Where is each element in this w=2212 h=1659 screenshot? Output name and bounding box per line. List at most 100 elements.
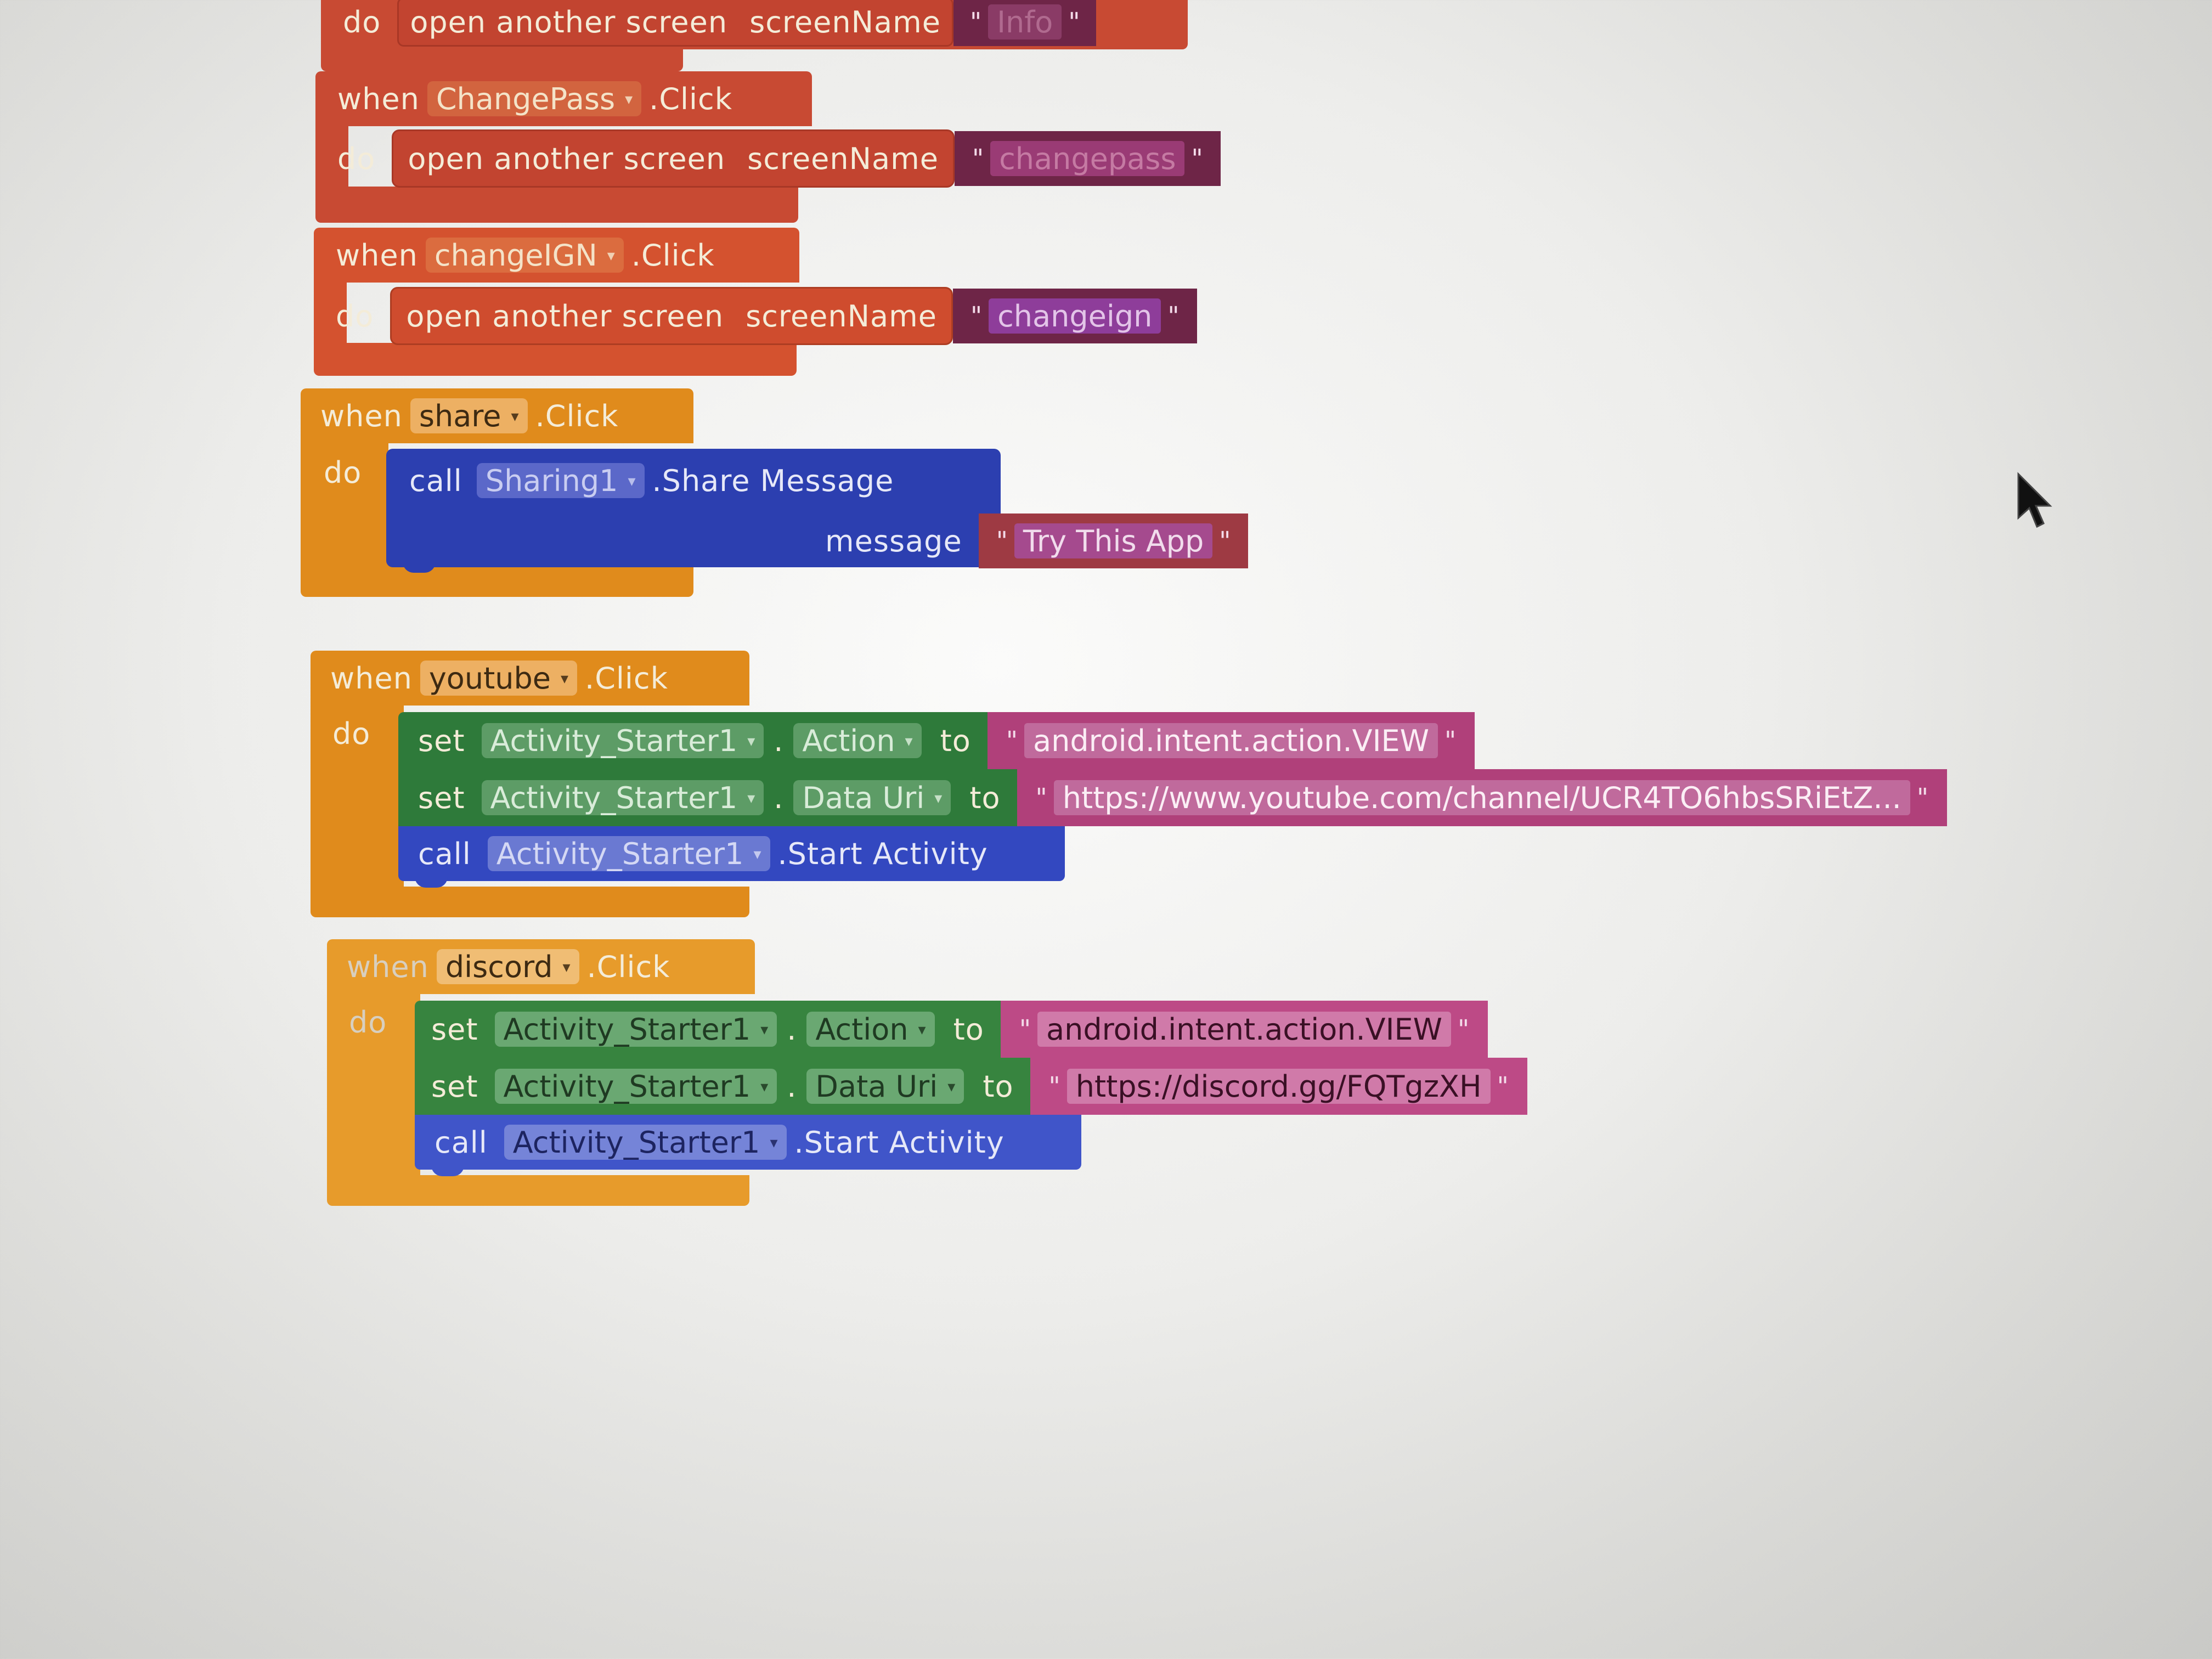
property-dropdown[interactable]: Action ▾ [806,1012,935,1047]
to-label: to [953,1012,984,1047]
open-screen-block[interactable]: open another screen screenName [390,287,953,345]
component-name: Activity_Starter1 [512,1125,760,1160]
dot-separator: . [787,1069,797,1104]
component-dropdown[interactable]: Activity_Starter1 ▾ [494,1012,777,1047]
set-data-uri-block[interactable]: set Activity_Starter1 ▾ . Data Uri ▾ to … [398,769,2212,826]
set-action-block[interactable]: set Activity_Starter1 ▾ . Action ▾ to " … [398,712,1951,769]
close-quote: " [1219,526,1231,556]
screen-name-param-label: screenName [746,298,937,334]
component-dropdown[interactable]: Activity_Starter1 ▾ [504,1125,787,1160]
text-value[interactable]: android.intent.action.VIEW [1037,1012,1452,1047]
component-name: changeIGN [434,238,597,273]
component-name: Activity_Starter1 [503,1069,751,1104]
close-quote: " [1497,1071,1509,1101]
open-quote: " [1006,726,1018,755]
property-dropdown[interactable]: Action ▾ [793,723,922,758]
dropdown-arrow-icon: ▾ [918,1020,926,1039]
dropdown-arrow-icon: ▾ [947,1077,956,1096]
component-dropdown[interactable]: changeIGN ▾ [425,238,624,273]
text-block[interactable]: " Info " [953,0,1097,46]
component-dropdown[interactable]: ChangePass ▾ [427,81,642,116]
property-name: Action [802,723,895,758]
when-label: when [320,398,403,433]
close-quote: " [1444,726,1457,755]
method-name: .Start Activity [777,836,988,871]
dropdown-arrow-icon: ▾ [607,246,615,264]
open-quote: " [972,144,984,173]
close-quote: " [1458,1014,1470,1044]
close-quote: " [1068,7,1080,37]
dropdown-arrow-icon: ▾ [760,1077,769,1096]
dropdown-arrow-icon: ▾ [625,89,633,108]
do-label: do [336,298,374,334]
call-start-activity-block[interactable]: call Activity_Starter1 ▾ .Start Activity [398,826,1065,888]
component-name: Activity_Starter1 [503,1012,751,1047]
set-label: set [431,1069,478,1104]
property-dropdown[interactable]: Data Uri ▾ [793,780,951,815]
dropdown-arrow-icon: ▾ [747,731,755,750]
text-value[interactable]: android.intent.action.VIEW [1024,723,1438,758]
component-dropdown[interactable]: discord ▾ [436,949,579,984]
open-screen-block[interactable]: open another screen screenName [392,129,955,188]
text-block[interactable]: " android.intent.action.VIEW " [1000,1001,1488,1058]
text-value[interactable]: Try This App [1014,523,1213,558]
text-block[interactable]: " changepass " [954,131,1221,186]
text-value[interactable]: https://www.youtube.com/channel/UCR4TO6h… [1053,780,1910,815]
dropdown-arrow-icon: ▾ [511,407,519,425]
event-name: .Click [649,81,732,116]
component-dropdown[interactable]: youtube ▾ [420,661,578,696]
call-share-message-block[interactable]: call Sharing1 ▾ .Share Message message "… [386,449,1305,573]
dropdown-arrow-icon: ▾ [747,788,755,807]
when-label: when [330,661,413,696]
component-name: Activity_Starter1 [490,780,738,815]
dot-separator: . [787,1012,797,1047]
call-start-activity-block[interactable]: call Activity_Starter1 ▾ .Start Activity [415,1115,1081,1176]
do-label: do [332,716,371,751]
property-name: Action [815,1012,909,1047]
open-screen-block[interactable]: open another screen screenName [397,0,953,47]
dropdown-arrow-icon: ▾ [905,731,913,750]
text-value[interactable]: https://discord.gg/FQTgzXH [1066,1069,1491,1104]
component-dropdown[interactable]: Activity_Starter1 ▾ [481,780,764,815]
text-block[interactable]: " Try This App " [978,514,1249,568]
close-quote: " [1191,144,1203,173]
text-block[interactable]: " https://www.youtube.com/channel/UCR4TO… [1017,769,1948,826]
property-name: Data Uri [815,1069,938,1104]
when-label: when [347,949,429,984]
component-dropdown[interactable]: Activity_Starter1 ▾ [481,723,764,758]
do-label: do [324,455,362,490]
text-value[interactable]: changepass [990,141,1185,176]
component-dropdown[interactable]: Activity_Starter1 ▾ [494,1069,777,1104]
open-quote: " [1019,1014,1031,1044]
component-dropdown[interactable]: Activity_Starter1 ▾ [487,836,770,871]
message-arg-label: message [825,523,962,558]
screen-name-param-label: screenName [747,141,939,176]
set-data-uri-block[interactable]: set Activity_Starter1 ▾ . Data Uri ▾ to … [415,1058,1819,1115]
method-name: .Share Message [652,463,894,498]
text-value[interactable]: Info [988,4,1062,40]
set-action-block[interactable]: set Activity_Starter1 ▾ . Action ▾ to " … [415,1001,1797,1058]
text-block[interactable]: " https://discord.gg/FQTgzXH " [1030,1058,1527,1115]
text-block[interactable]: " changeign " [952,289,1197,343]
open-quote: " [996,526,1008,556]
set-label: set [418,723,465,758]
dot-separator: . [774,723,784,758]
event-name: .Click [586,949,670,984]
dropdown-arrow-icon: ▾ [770,1133,778,1152]
call-label: call [409,463,462,498]
component-dropdown[interactable]: Sharing1 ▾ [476,463,645,498]
text-value[interactable]: changeign [989,298,1161,334]
set-label: set [418,780,465,815]
component-dropdown[interactable]: share ▾ [410,398,528,433]
do-label: do [343,4,381,40]
property-dropdown[interactable]: Data Uri ▾ [806,1069,964,1104]
dropdown-arrow-icon: ▾ [753,844,761,863]
when-label: when [337,81,420,116]
do-label: do [337,141,376,176]
set-label: set [431,1012,478,1047]
to-label: to [983,1069,1014,1104]
component-name: Activity_Starter1 [496,836,744,871]
component-name: discord [445,949,553,984]
text-block[interactable]: " android.intent.action.VIEW " [987,712,1475,769]
